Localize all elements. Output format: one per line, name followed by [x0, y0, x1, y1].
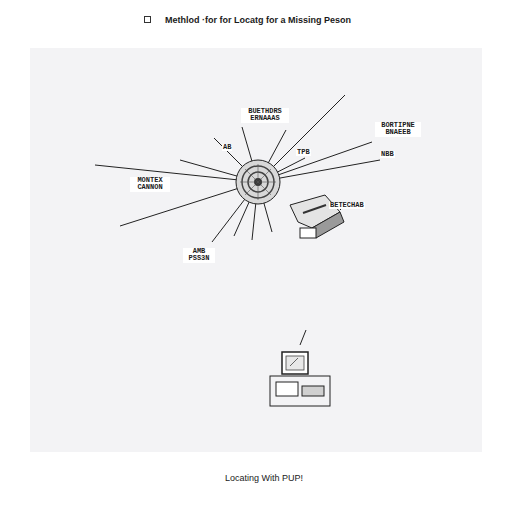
callout-label: BETECHAB [329, 202, 365, 209]
computer-icon [270, 330, 330, 406]
callout-label: AB [222, 144, 232, 151]
title-box-icon [145, 17, 151, 23]
diagram-panel [30, 48, 482, 452]
callout-label: BUETHDRS ERNAAAS [241, 108, 289, 123]
callout-label: NBB [380, 151, 395, 158]
diagram-caption: Locating With PUP! [225, 473, 303, 483]
diagram-title: Methlod ·for for Locatg for a Missing Pe… [165, 15, 351, 25]
callout-label: BORTIPNE BNAEEB [375, 122, 421, 137]
callout-label: AMB PSS3N [183, 248, 215, 263]
center-disc [236, 160, 280, 204]
callout-label: MONTEX CANNON [130, 177, 170, 192]
callout-label: TPB [296, 149, 311, 156]
rays [95, 95, 380, 242]
